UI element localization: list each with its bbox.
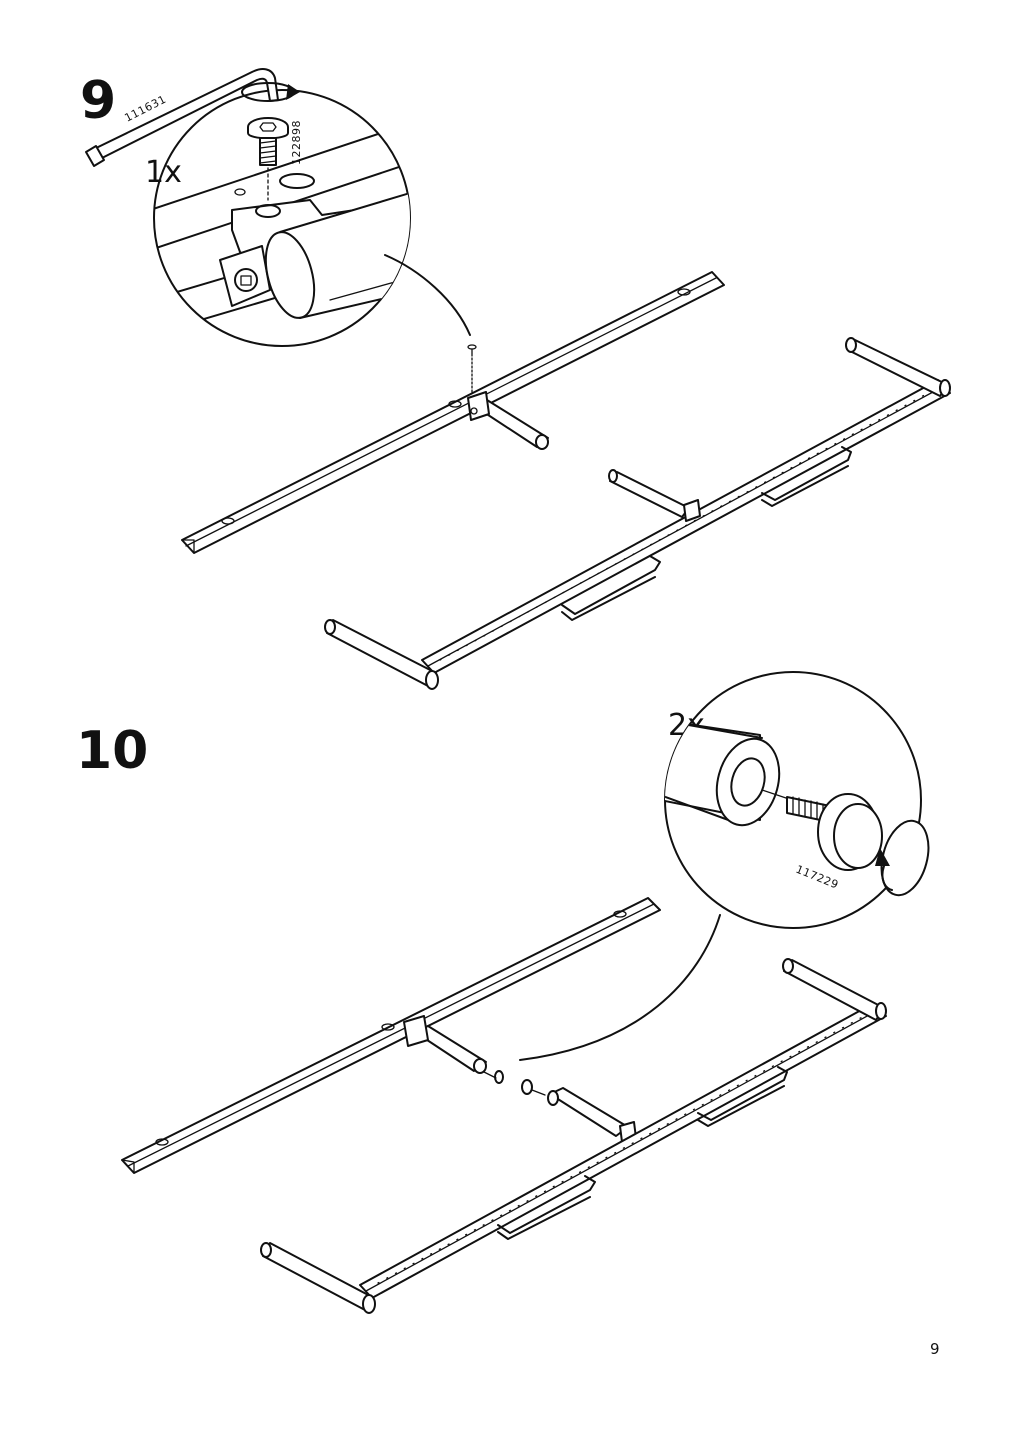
- step-10: 10 2x 117229: [76, 671, 930, 1314]
- step-10-detail-circle: [519, 671, 922, 1061]
- quantity-label: 1x: [145, 155, 182, 190]
- step-10-number: 10: [76, 721, 148, 781]
- long-rail: [121, 897, 661, 1174]
- screw-icon: [247, 117, 289, 201]
- rotate-arrow-icon: [241, 82, 300, 102]
- cross-tube: [521, 1079, 637, 1143]
- rotate-arrow-icon: [875, 819, 930, 897]
- side-frame: [324, 337, 951, 690]
- long-rail: [181, 271, 725, 554]
- page-number: 9: [930, 1340, 940, 1358]
- cross-tube: [467, 391, 549, 450]
- side-frame: [260, 958, 887, 1314]
- screw-part-number: 122898: [290, 120, 303, 165]
- cross-tube: [403, 1015, 504, 1084]
- step-9-number: 9: [80, 71, 116, 131]
- step-9-detail-circle: [153, 89, 471, 347]
- small-screw-icon: [467, 344, 477, 397]
- foot-part-number: 117229: [794, 863, 841, 892]
- step-9: 9: [80, 68, 951, 690]
